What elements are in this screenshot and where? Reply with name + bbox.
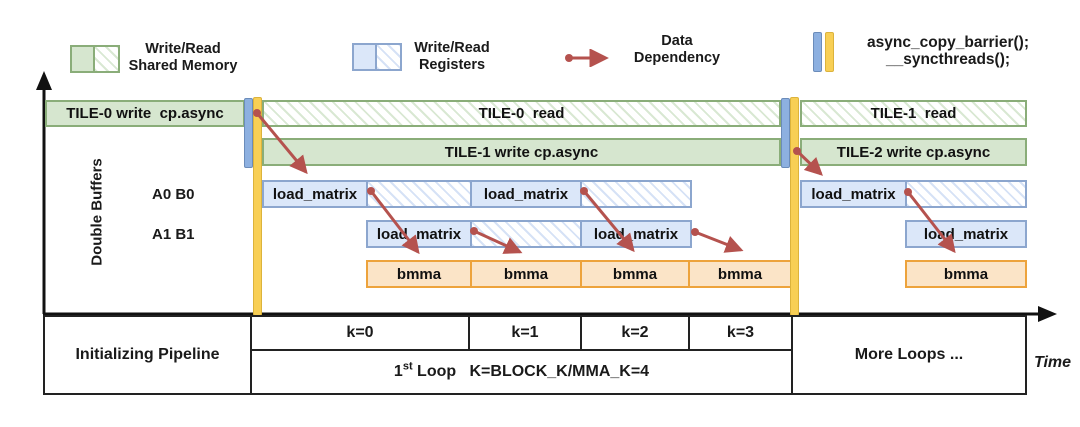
box-a0b0-read-hatch-1 xyxy=(366,180,472,208)
legend-shared-memory-label: Write/Read Shared Memory xyxy=(128,41,238,74)
box-bmma-k1: bmma xyxy=(470,260,582,288)
legend-dependency-arrow-icon xyxy=(565,49,609,67)
box-a0b0-read-hatch-2 xyxy=(580,180,692,208)
cell-first-loop: 1st Loop K=BLOCK_K/MMA_K=4 xyxy=(250,349,793,395)
register-write-swatch-icon xyxy=(352,43,377,71)
barrier-syncthreads-2-icon xyxy=(790,97,799,316)
box-load-matrix-a0b0-k0: load_matrix xyxy=(262,180,368,208)
box-bmma-k3: bmma xyxy=(688,260,792,288)
box-bmma-next: bmma xyxy=(905,260,1027,288)
legend-registers-label: Write/Read Registers xyxy=(414,40,490,73)
shared-read-swatch-icon xyxy=(95,45,120,73)
bar-tile1-write: TILE-1 write cp.async xyxy=(262,138,781,166)
register-read-swatch-icon xyxy=(377,43,402,71)
box-load-matrix-a0b0-k2: load_matrix xyxy=(470,180,582,208)
label-time: Time xyxy=(1034,354,1072,371)
legend-syncthreads-icon xyxy=(825,32,834,72)
legend-registers-swatch xyxy=(352,43,402,71)
bar-tile0-read: TILE-0 read xyxy=(262,100,781,127)
box-load-matrix-a1b1-k3: load_matrix xyxy=(580,220,692,248)
label-a0b0: A0 B0 xyxy=(152,186,195,203)
box-bmma-k0: bmma xyxy=(366,260,472,288)
bar-tile1-read: TILE-1 read xyxy=(800,100,1027,127)
box-bmma-k2: bmma xyxy=(580,260,690,288)
box-a1b1-read-hatch-1 xyxy=(470,220,582,248)
legend-dependency-label: Data Dependency xyxy=(633,33,721,66)
cell-k1: k=1 xyxy=(468,315,582,351)
shared-write-swatch-icon xyxy=(70,45,95,73)
first-loop-label: 1st Loop K=BLOCK_K/MMA_K=4 xyxy=(393,360,650,380)
cell-k2: k=2 xyxy=(580,315,690,351)
cell-k0: k=0 xyxy=(250,315,470,351)
cell-more-loops: More Loops ... xyxy=(791,315,1027,395)
legend-shared-memory-swatch xyxy=(70,45,120,73)
barrier-syncthreads-1-icon xyxy=(253,97,262,316)
x-axis-arrow-icon xyxy=(1038,306,1057,322)
label-a1b1: A1 B1 xyxy=(152,226,195,243)
cell-initializing-pipeline: Initializing Pipeline xyxy=(43,315,252,395)
box-a0b0-read-hatch-3 xyxy=(905,180,1027,208)
box-load-matrix-a0b0-next: load_matrix xyxy=(800,180,907,208)
legend-barrier-label: async_copy_barrier(); __syncthreads(); xyxy=(867,34,1029,68)
box-load-matrix-a1b1-k1: load_matrix xyxy=(366,220,472,248)
box-load-matrix-a1b1-next: load_matrix xyxy=(905,220,1027,248)
cell-k3: k=3 xyxy=(688,315,793,351)
bar-tile0-write: TILE-0 write cp.async xyxy=(45,100,245,127)
legend-async-barrier-icon xyxy=(813,32,822,72)
y-axis-arrow-icon xyxy=(36,71,52,90)
barrier-async-copy-1-icon xyxy=(244,98,253,168)
bar-tile2-write: TILE-2 write cp.async xyxy=(800,138,1027,166)
label-double-buffers: Double Buffers xyxy=(88,158,106,266)
barrier-async-copy-2-icon xyxy=(781,98,790,168)
